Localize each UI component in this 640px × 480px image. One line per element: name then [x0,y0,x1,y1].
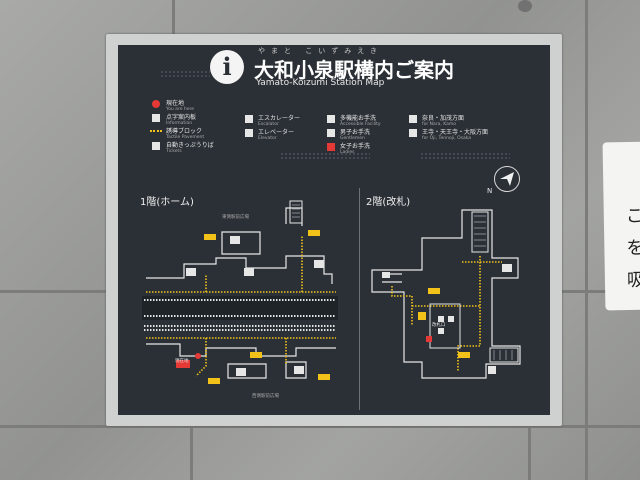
wall-seam [172,0,175,38]
plaza-label: 東側駅前広場 [222,215,249,220]
side-paper-char: 吸 [626,269,640,292]
floor-1-map [142,200,338,384]
north-arrow-icon [500,172,514,186]
platform-1-icon [409,115,417,123]
side-paper-char: を [626,237,640,260]
tactile-paving-icon [150,130,162,134]
women-toilet-icon [327,143,335,151]
station-map-panel [118,45,550,415]
floor-divider [359,188,360,410]
compass-label: N [487,187,493,195]
ticket-gate-label: 改札口 [432,323,446,328]
side-paper-notice: こ を 吸 [602,141,640,311]
wall-seam [585,0,588,480]
plaza-label: 西側駅前広場 [252,394,279,399]
floor-2-map [371,209,521,379]
floor-1-label: 1階(ホーム) [140,197,194,208]
wall-seam [190,425,193,480]
braille-dots [420,152,510,160]
ticket-machine-icon [152,142,160,150]
current-location-label: 現在地 [175,359,189,364]
wall-hook [518,0,532,12]
wall-seam [528,425,531,480]
side-paper-char: こ [625,205,640,228]
sign-title-english: Yamato-Koizumi Station Map [256,78,385,88]
floor-2-label: 2階(改札) [366,197,411,208]
you-are-here-dot-icon [152,100,160,108]
wall-seam [0,425,640,428]
information-icon: i [210,50,244,84]
elevator-icon [245,129,253,137]
escalator-icon [245,115,253,123]
platform-2-icon [409,129,417,137]
sign-title-japanese: 大和小泉駅構内ご案内 [254,58,454,82]
men-toilet-icon [327,129,335,137]
title-furigana: やまと こいずみえき [258,47,384,55]
braille-board-icon [152,114,160,122]
braille-dots [160,70,210,78]
braille-dots [280,152,370,160]
compass [494,166,520,192]
accessible-toilet-icon [327,115,335,123]
